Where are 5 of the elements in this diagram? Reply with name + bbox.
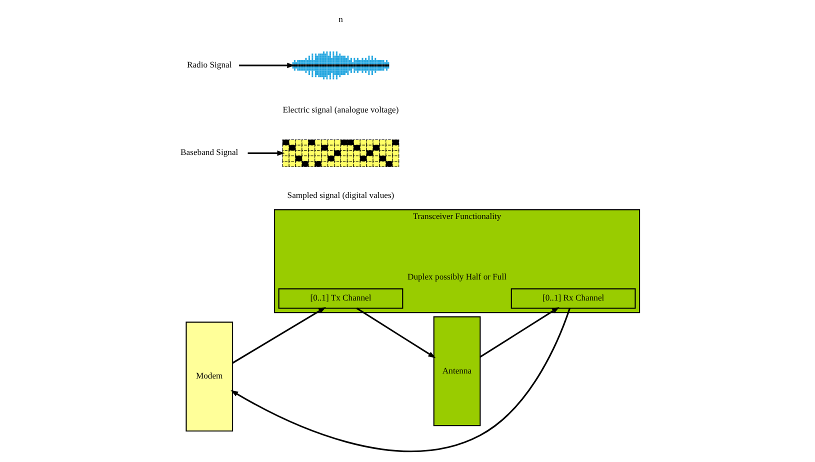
node-text: Radio Signal (187, 59, 232, 70)
node-label: Electric signal (analogue voltage) (282, 104, 399, 115)
node-label: Sampled signal (digital values) (287, 190, 394, 200)
label: n (338, 14, 343, 24)
node-text: Baseband Signal (180, 147, 238, 158)
